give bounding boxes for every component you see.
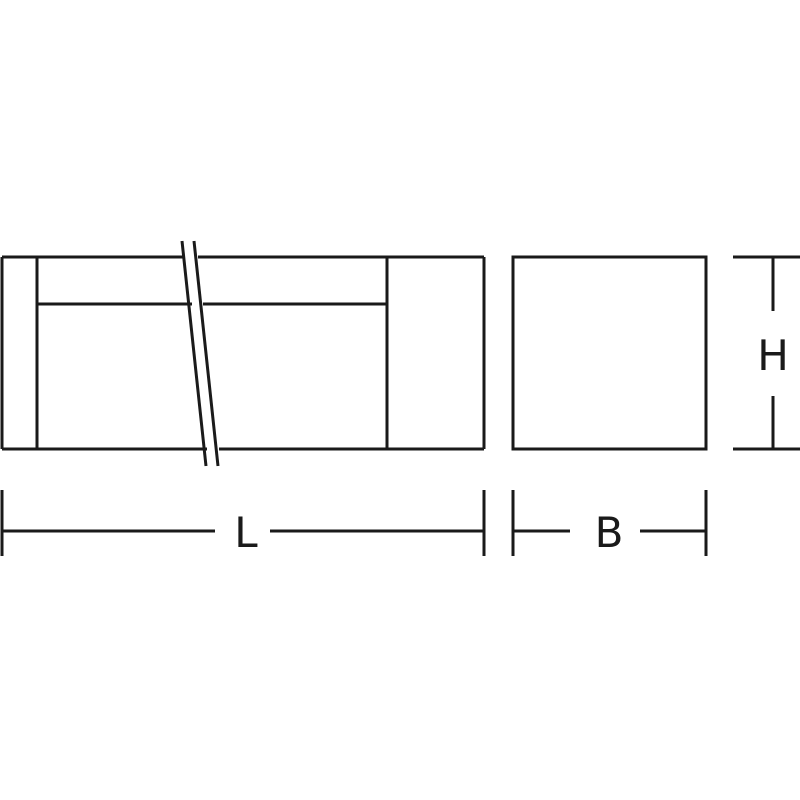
break-line-2 [192,240,220,467]
break-line-1 [180,240,208,467]
height-dimension: H [733,255,800,451]
width-dimension: B [511,490,708,557]
height-label: H [757,331,789,380]
length-dimension: L [0,490,486,557]
side-view-outline [511,255,708,451]
width-label: B [595,508,624,557]
sofa-front-view [0,240,486,467]
sofa-side-view [511,255,708,451]
length-label: L [234,508,258,557]
